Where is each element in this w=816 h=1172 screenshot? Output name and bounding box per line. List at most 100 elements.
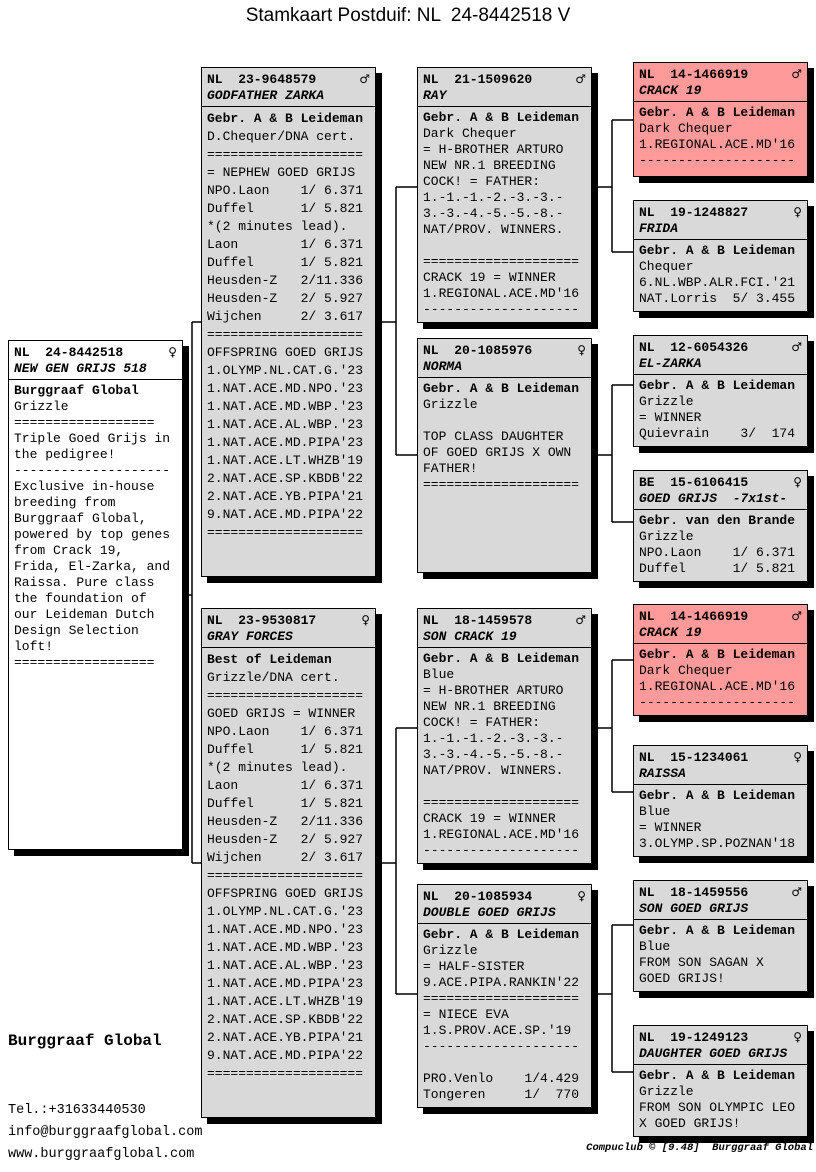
text-line: = NEPHEW GOED GRIJS <box>207 165 356 180</box>
text-line: Dark Chequer <box>639 663 733 678</box>
text-line: 1.OLYMP.NL.CAT.G.'23 <box>207 363 364 378</box>
female-icon: ♀ <box>793 205 802 219</box>
text-line: Gebr. A & B Leideman <box>639 378 796 393</box>
ring-number: BE 15-6106415 <box>639 475 749 490</box>
text-line: Gebr. A & B Leideman <box>639 788 796 803</box>
text-line: from Crack 19, <box>14 543 124 558</box>
text-line: 1.NAT.ACE.MD.NPO.'23 <box>207 922 364 937</box>
divider <box>202 647 375 648</box>
text-line: Chequer <box>639 259 694 274</box>
divider <box>418 106 591 107</box>
text-line <box>418 1055 591 1071</box>
text-line: Gebr. A & B Leideman <box>423 927 580 942</box>
box-header: NL 18-1459578 ♂ <box>418 612 591 629</box>
text-line: loft! <box>14 639 54 654</box>
pigeon-name: FRIDA <box>639 221 679 236</box>
box-header: NL 23-9530817 ♀ <box>202 612 375 629</box>
text-line: Triple Goed Grijs in <box>14 431 171 446</box>
ring-number: NL 14-1466919 <box>639 67 749 82</box>
male-icon: ♂ <box>575 613 586 627</box>
text-line: ================== <box>14 655 155 670</box>
text-line: COCK! = FATHER: <box>423 174 541 189</box>
pigeon-name: SON CRACK 19 <box>423 629 517 644</box>
text-line: NPO.Laon 1/ 6.371 <box>207 724 364 739</box>
text-line: -------------------- <box>423 302 580 317</box>
ring-number: NL 23-9648579 <box>207 72 317 87</box>
pigeon-name: GOED GRIJS -7x1st- <box>639 491 788 506</box>
text-line: -------------------- <box>423 843 580 858</box>
text-line: = NIECE EVA <box>423 1007 509 1022</box>
divider <box>418 377 591 378</box>
text-line: 1.REGIONAL.ACE.MD'16 <box>423 286 580 301</box>
pedigree-box-crack-19-bottom: NL 14-1466919 ♂ CRACK 19 Gebr. A & B Lei… <box>633 604 808 716</box>
text-line: the foundation of <box>14 591 147 606</box>
text-line: Best of Leideman <box>207 652 332 667</box>
text-line: Duffel 1/ 5.821 <box>207 742 364 757</box>
text-line: -------------------- <box>639 153 796 168</box>
text-line: 1.NAT.ACE.LT.WHZB'19 <box>207 994 364 1009</box>
text-line: CRACK 19 = WINNER <box>423 270 556 285</box>
text-line: Burggraaf Global <box>14 383 139 398</box>
text-line: ==================== <box>207 688 364 703</box>
pigeon-name: CRACK 19 <box>639 83 702 98</box>
text-line: 6.NL.WBP.ALR.FCI.'21 <box>639 275 796 290</box>
text-line: ================== <box>14 415 155 430</box>
ring-number: NL 14-1466919 <box>639 609 749 624</box>
text-line: *(2 minutes lead). <box>207 760 348 775</box>
text-line: ==================== <box>207 1066 364 1081</box>
text-line: ==================== <box>207 868 364 883</box>
text-line: Gebr. A & B Leideman <box>639 1068 796 1083</box>
text-line: TOP CLASS DAUGHTER <box>423 429 564 444</box>
text-line: Gebr. A & B Leideman <box>639 647 796 662</box>
box-header: NL 19-1248827 ♀ <box>634 204 807 221</box>
box-header: NL 14-1466919 ♂ <box>634 608 807 625</box>
pedigree-box-grandfather-ray: NL 21-1509620 ♂ RAY Gebr. A & B Leideman… <box>417 67 592 323</box>
box-header: NL 20-1085934 ♀ <box>418 888 591 905</box>
pedigree-box-crack-19-top: NL 14-1466919 ♂ CRACK 19 Gebr. A & B Lei… <box>633 62 808 177</box>
pigeon-name: RAISSA <box>639 766 686 781</box>
contact-website: www.burggraafglobal.com <box>8 1147 195 1162</box>
male-icon: ♂ <box>791 67 802 81</box>
text-line: Wijchen 2/ 3.617 <box>207 850 364 865</box>
female-icon: ♀ <box>793 475 802 489</box>
text-line: Dark Chequer <box>639 121 733 136</box>
text-line: 2.NAT.ACE.YB.PIPA'21 <box>207 1030 364 1045</box>
text-line: 1.S.PROV.ACE.SP.'19 <box>423 1023 572 1038</box>
text-line: GOED GRIJS! <box>639 971 725 986</box>
text-line: NEW NR.1 BREEDING <box>423 158 556 173</box>
text-line: Laon 1/ 6.371 <box>207 778 364 793</box>
text-line: breeding from <box>14 495 116 510</box>
text-line: 1.NAT.ACE.MD.PIPA'23 <box>207 435 364 450</box>
divider <box>202 106 375 107</box>
text-line: Grizzle <box>639 1084 694 1099</box>
text-line: 1.OLYMP.NL.CAT.G.'23 <box>207 904 364 919</box>
text-line: Grizzle <box>14 399 69 414</box>
contact-email: info@burggraafglobal.com <box>8 1125 203 1140</box>
text-line: powered by top genes <box>14 527 171 542</box>
female-icon: ♀ <box>361 613 370 627</box>
ring-number: NL 21-1509620 <box>423 72 533 87</box>
divider <box>9 379 182 380</box>
text-line: Design Selection <box>14 623 139 638</box>
contact-info: Tel.:+31633440530 info@burggraafglobal.c… <box>8 1100 202 1166</box>
divider <box>634 509 807 510</box>
software-credit: Compuclub © [9.48] Burggraaf Global <box>586 1142 813 1154</box>
page-title: Stamkaart Postduif: NL 24-8442518 V <box>245 5 571 26</box>
text-line: Burggraaf Global, <box>14 511 147 526</box>
text-line: FATHER! <box>423 461 478 476</box>
text-line: NAT/PROV. WINNERS. <box>423 763 564 778</box>
text-line: 2.NAT.ACE.SP.KBDB'22 <box>207 471 364 486</box>
text-line: Quievrain 3/ 174 <box>639 426 796 441</box>
text-line: 1.NAT.ACE.MD.WBP.'23 <box>207 399 364 414</box>
text-line: 1.NAT.ACE.AL.WBP.'23 <box>207 958 364 973</box>
ring-number: NL 15-1234061 <box>639 750 749 765</box>
text-line: Grizzle <box>639 529 694 544</box>
text-line: Blue <box>639 939 671 954</box>
